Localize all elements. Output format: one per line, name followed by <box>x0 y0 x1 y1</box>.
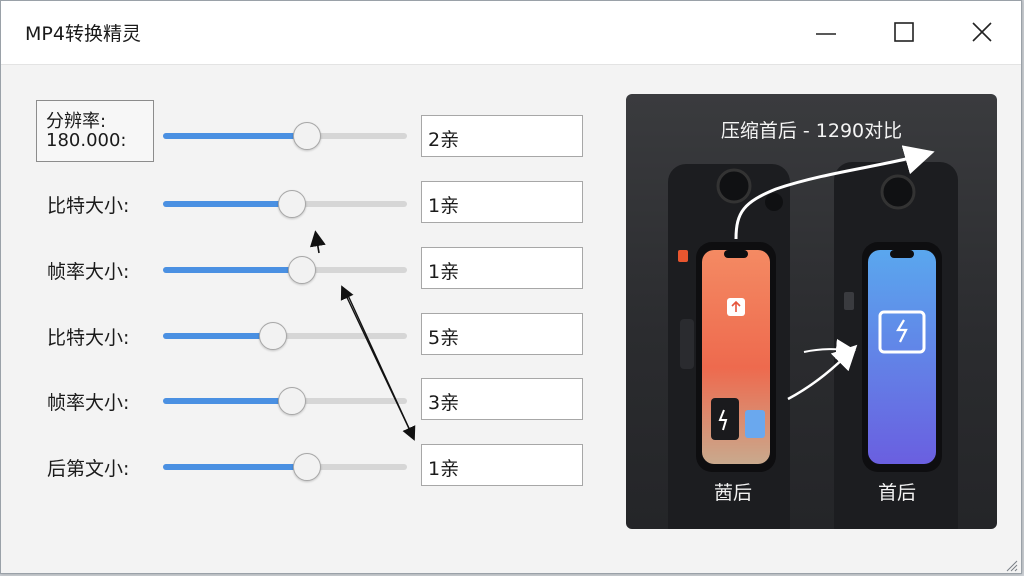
comparison-preview: 压缩首后 - 1290对比 莤后 首后 <box>626 94 997 529</box>
bitrate-label-2: 比特大小: <box>47 327 130 349</box>
slider-thumb[interactable] <box>278 387 307 415</box>
framerate-label-2: 帧率大小: <box>47 392 130 414</box>
camera-lens-icon <box>716 168 752 204</box>
extra-slider[interactable] <box>163 453 407 481</box>
main-content: 分辨率: 180.000: 2亲 比特大小: 1亲 帧率大小: 1亲 比特大小:… <box>1 65 1021 575</box>
long-arrow-up <box>340 285 414 438</box>
minimize-button[interactable] <box>787 1 865 65</box>
before-caption: 莤后 <box>714 482 753 504</box>
slider-thumb[interactable] <box>278 190 307 218</box>
camera-lens-icon <box>765 193 783 211</box>
close-icon <box>972 22 992 42</box>
framerate-slider[interactable] <box>163 256 407 284</box>
window-title: MP4转换精灵 <box>25 23 141 45</box>
resolution-label-box: 分辨率: 180.000: <box>36 100 154 162</box>
slider-thumb[interactable] <box>258 322 287 350</box>
slider-fill <box>163 267 303 273</box>
bolt-icon <box>896 319 908 343</box>
resize-grip-icon[interactable] <box>1004 558 1018 572</box>
bolt-icon <box>718 409 728 431</box>
app-card <box>745 410 765 438</box>
camera-lens-icon <box>880 174 916 210</box>
side-button <box>680 319 694 369</box>
framerate-slider-2[interactable] <box>163 387 407 415</box>
bitrate-slider[interactable] <box>163 190 407 218</box>
bitrate-value-field[interactable]: 1亲 <box>421 181 583 223</box>
flow-arrow <box>734 145 935 240</box>
preview-illustration <box>668 145 958 529</box>
preview-title: 压缩首后 - 1290对比 <box>720 120 903 142</box>
bitrate-label: 比特大小: <box>47 195 130 217</box>
slider-fill <box>163 133 307 139</box>
slider-thumb[interactable] <box>292 122 321 150</box>
short-arrow <box>309 230 326 254</box>
resolution-slider[interactable] <box>163 122 407 150</box>
bitrate-value-field-2[interactable]: 5亲 <box>421 313 583 355</box>
framerate-value-field-2[interactable]: 3亲 <box>421 378 583 420</box>
extra-label: 后第文小: <box>47 458 130 480</box>
notch <box>724 250 748 258</box>
slider-fill <box>163 201 293 207</box>
slider-fill <box>163 333 273 339</box>
after-caption: 首后 <box>878 482 917 504</box>
resolution-label: 分辨率: <box>46 111 107 132</box>
annotation-arrows <box>309 230 416 441</box>
notch <box>890 250 914 258</box>
app-badge-icon <box>678 250 688 262</box>
framerate-label: 帧率大小: <box>47 261 130 283</box>
bitrate-slider-2[interactable] <box>163 322 407 350</box>
battery-frame-icon <box>878 310 926 354</box>
slider-thumb[interactable] <box>292 453 321 481</box>
resolution-value-field[interactable]: 2亲 <box>421 115 583 157</box>
side-button <box>844 292 854 310</box>
resolution-sub-label: 180.000: <box>46 130 127 151</box>
extra-value-field[interactable]: 1亲 <box>421 444 583 486</box>
slider-fill <box>163 464 307 470</box>
maximize-icon <box>894 22 914 42</box>
maximize-button[interactable] <box>865 1 943 65</box>
phone-after-screen <box>868 250 936 464</box>
title-bar[interactable]: MP4转换精灵 <box>1 1 1021 65</box>
minimize-icon <box>816 33 836 35</box>
framerate-value-field[interactable]: 1亲 <box>421 247 583 289</box>
flow-arrow <box>803 338 856 359</box>
slider-thumb[interactable] <box>288 256 317 284</box>
upload-arrow-icon <box>731 300 741 312</box>
slider-fill <box>163 398 293 404</box>
close-button[interactable] <box>943 1 1021 65</box>
